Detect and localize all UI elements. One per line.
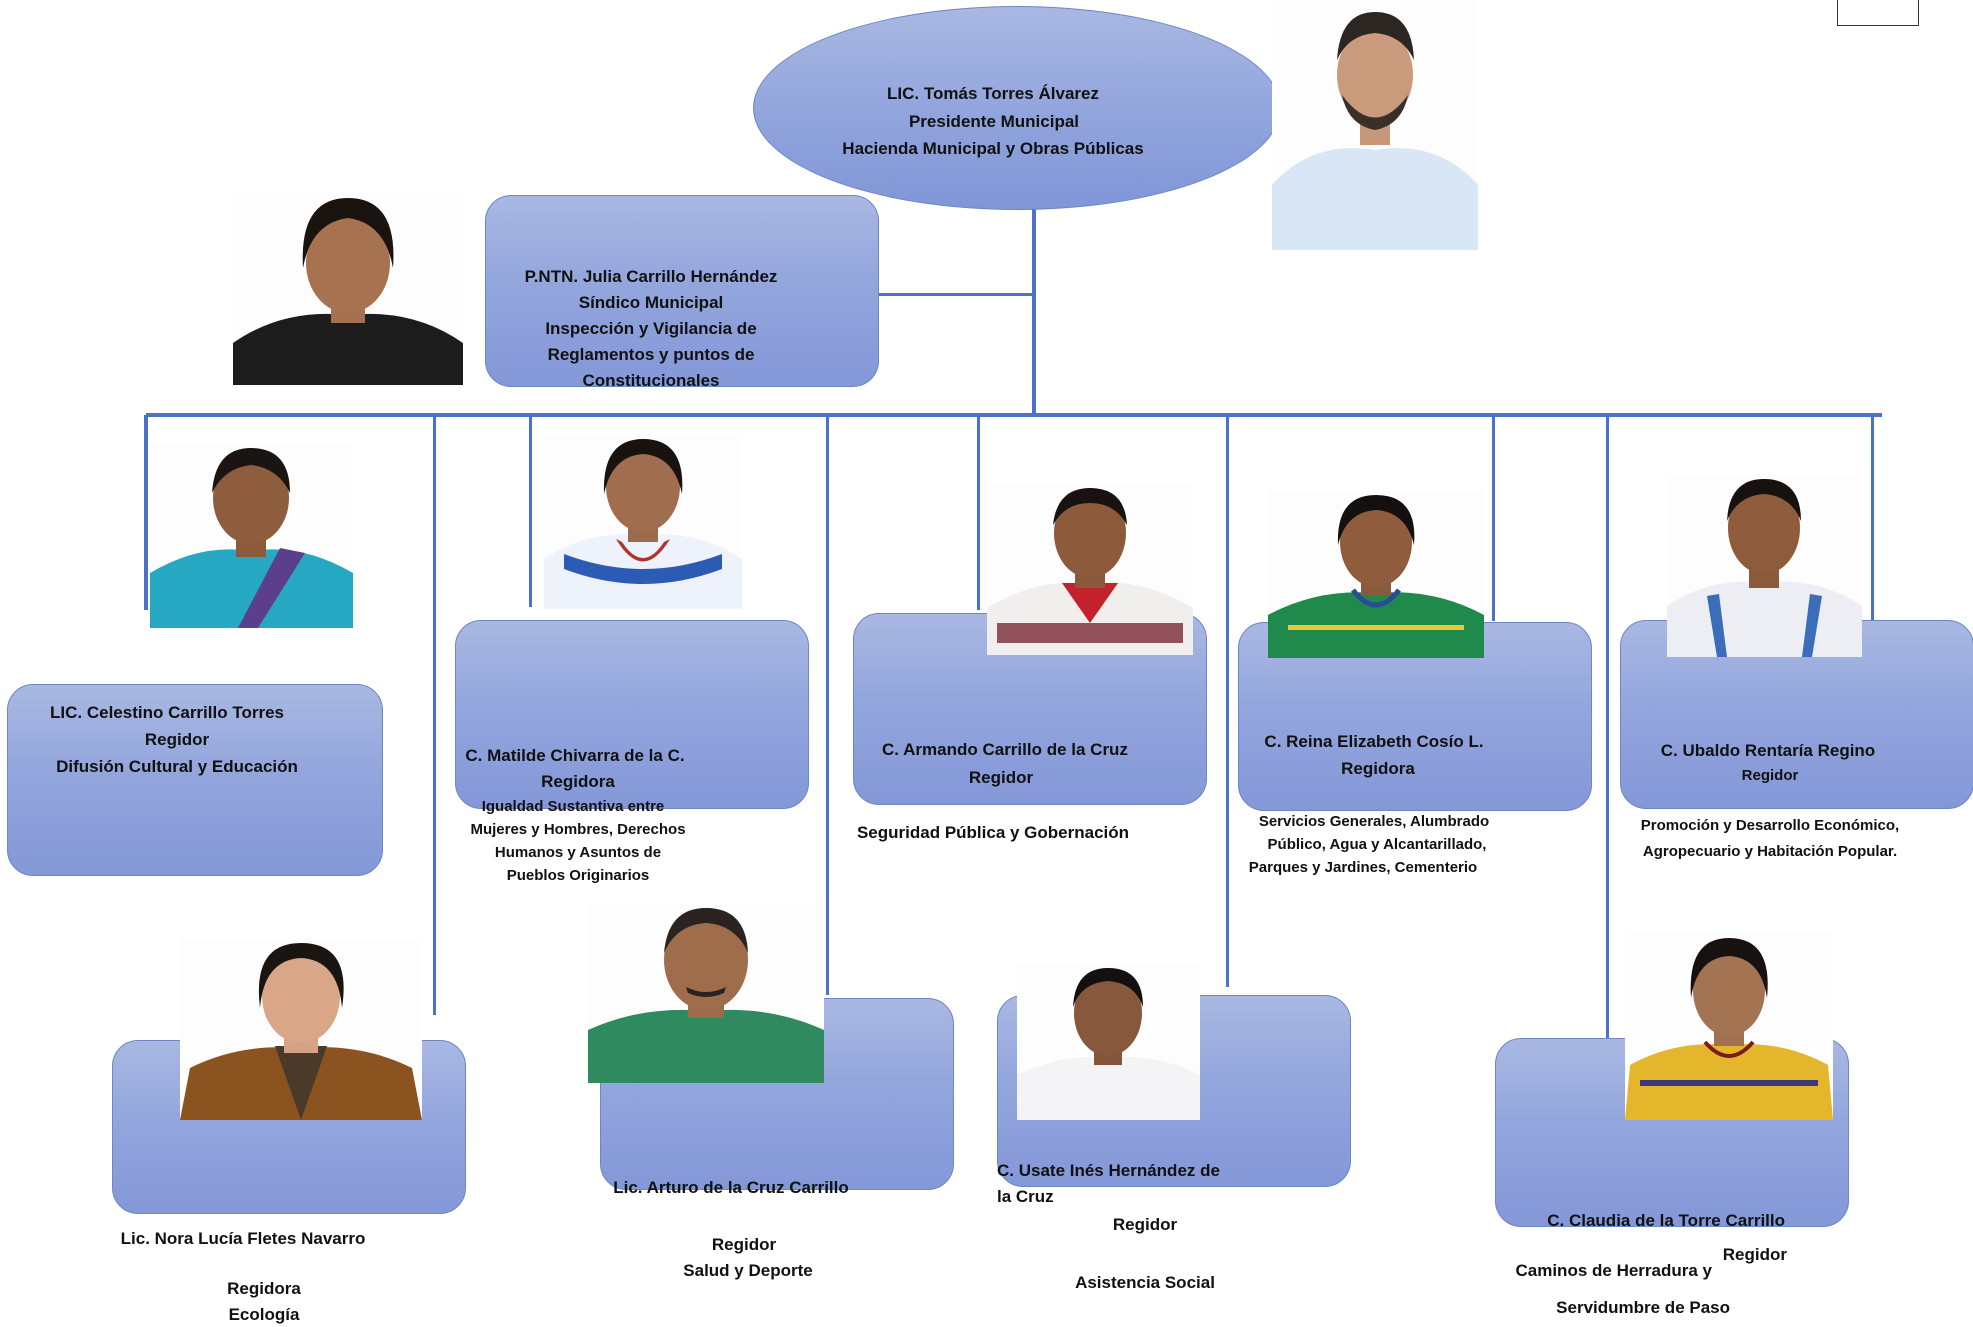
connector-drop-4 [826, 415, 829, 995]
member-5-area-line2: Agropecuario y Habitación Popular. [1642, 843, 1898, 860]
member-3-role: Regidor [968, 768, 1034, 787]
member-4-area-line3: Parques y Jardines, Cementerio [1248, 859, 1478, 876]
connector-drop-6 [1226, 415, 1229, 987]
connector-president-down [1032, 207, 1036, 415]
member-1-photo [150, 443, 353, 628]
member-2-node [455, 620, 809, 809]
member-7-photo [588, 905, 824, 1083]
president-area: Hacienda Municipal y Obras Públicas [842, 139, 1144, 158]
president-role: Presidente Municipal [908, 112, 1080, 131]
sindico-name: P.NTN. Julia Carrillo Hernández [524, 267, 778, 286]
member-4-photo [1268, 490, 1484, 658]
member-5-photo [1667, 476, 1862, 657]
member-5-area-line1: Promoción y Desarrollo Económico, [1640, 817, 1900, 834]
connector-sindico [876, 293, 1034, 296]
member-2-name-line2: Regidora [541, 772, 615, 791]
sindico-area-line2: Reglamentos y puntos de [547, 345, 755, 364]
connector-drop-5 [977, 415, 980, 610]
member-2-area-line2: Mujeres y Hombres, Derechos [470, 821, 686, 838]
connector-drop-3 [529, 415, 532, 607]
connector-drop-7 [1492, 415, 1495, 621]
president-photo [1272, 0, 1478, 250]
member-5-name: C. Ubaldo Rentaría Regino [1660, 741, 1876, 760]
connector-drop-1 [144, 415, 148, 610]
member-2-area-line3: Humanos y Asuntos de [494, 844, 662, 861]
member-2-photo [544, 434, 742, 609]
member-4-area-line2: Público, Agua y Alcantarillado, [1267, 836, 1487, 853]
member-7-name: Lic. Arturo de la Cruz Carrillo [613, 1178, 849, 1197]
member-8-photo [1017, 965, 1200, 1120]
member-8-area: Asistencia Social [1075, 1273, 1215, 1292]
sindico-area-line3: Constitucionales [582, 371, 720, 390]
member-8-name-line2: la Cruz [997, 1187, 1054, 1206]
member-9-area-line2: Servidumbre de Paso [1556, 1298, 1730, 1317]
member-1-role: Regidor [144, 730, 210, 749]
member-5-role: Regidor [1741, 767, 1799, 784]
member-9-area-line1: Caminos de Herradura y [1515, 1261, 1712, 1280]
corner-box [1837, 0, 1919, 26]
member-1-node [7, 684, 383, 876]
member-6-role: Regidora [227, 1279, 301, 1298]
member-6-photo [180, 938, 422, 1120]
sindico-area-line1: Inspección y Vigilancia de [545, 319, 757, 338]
member-8-role: Regidor [1112, 1215, 1178, 1234]
member-6-area: Ecología [228, 1305, 300, 1324]
member-8-name-line1: C. Usate Inés Hernández de [997, 1161, 1220, 1180]
connector-drop-2 [433, 415, 436, 1015]
sindico-role: Síndico Municipal [578, 293, 724, 312]
member-1-area: Difusión Cultural y Educación [56, 757, 298, 776]
sindico-photo [233, 193, 463, 385]
connector-drop-8 [1606, 415, 1609, 1039]
member-9-name: C. Claudia de la Torre Carrillo [1547, 1211, 1785, 1230]
member-1-name: LIC. Celestino Carrillo Torres [50, 703, 284, 722]
member-9-photo [1625, 930, 1833, 1120]
member-4-area-line1: Servicios Generales, Alumbrado [1258, 813, 1490, 830]
member-4-role: Regidora [1341, 759, 1415, 778]
president-node [753, 6, 1281, 210]
sindico-node [485, 195, 879, 387]
member-3-name: C. Armando Carrillo de la Cruz [882, 740, 1128, 759]
connector-horizontal-bus [146, 413, 1882, 417]
member-3-area: Seguridad Pública y Gobernación [856, 823, 1130, 842]
member-2-area-line1: Igualdad Sustantiva entre [481, 798, 665, 815]
member-9-role: Regidor [1722, 1245, 1787, 1264]
member-2-name-line1: C. Matilde Chivarra de la C. [465, 746, 685, 765]
president-name: LIC. Tomás Torres Álvarez [887, 84, 1099, 103]
member-7-role: Regidor [711, 1235, 777, 1254]
connector-drop-9 [1871, 415, 1874, 621]
member-2-area-line4: Pueblos Originarios [506, 867, 650, 884]
member-3-photo [987, 483, 1193, 655]
member-6-name: Lic. Nora Lucía Fletes Navarro [120, 1229, 366, 1248]
member-7-area: Salud y Deporte [683, 1261, 813, 1280]
member-4-name: C. Reina Elizabeth Cosío L. [1264, 732, 1484, 751]
